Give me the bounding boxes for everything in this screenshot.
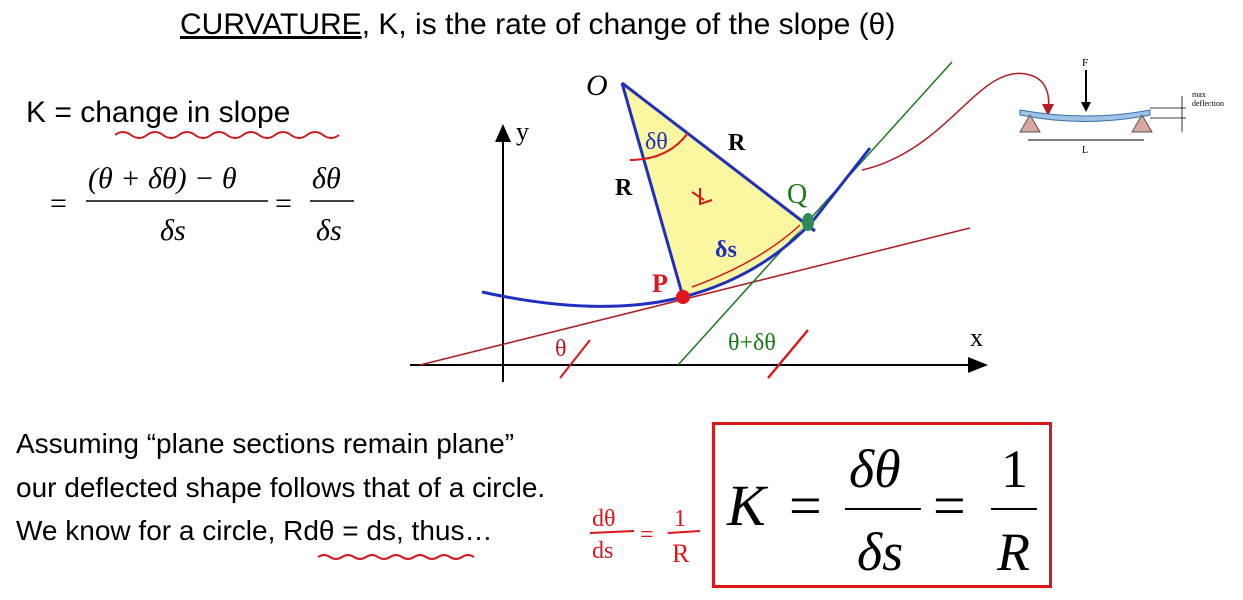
assumption-line-3-prefix: We know for a circle,: [16, 515, 284, 546]
label-r-right: R: [728, 130, 746, 156]
support-left: [1019, 114, 1041, 133]
theta-tick: [559, 339, 591, 379]
x-axis-label: x: [970, 323, 983, 352]
fraction-den-left: δs: [160, 214, 186, 247]
radius-oq: [621, 81, 816, 233]
beam-deflection-label-1: max: [1192, 90, 1206, 99]
result-formula: K = δθ δs = 1 R: [726, 439, 1037, 582]
tangent-line-q: [677, 61, 953, 366]
sector-mark: [691, 188, 713, 206]
point-p-dot: [676, 290, 690, 304]
label-q: Q: [787, 179, 807, 210]
beam-span-label: L: [1082, 145, 1088, 156]
theta-plus-tick: [767, 329, 809, 379]
radius-op: [620, 82, 685, 298]
result-one: 1: [1001, 439, 1028, 499]
label-o: O: [586, 69, 608, 102]
result-k: K: [726, 473, 769, 538]
hw-eq: =: [640, 522, 654, 548]
force-arrowhead: [1081, 102, 1091, 112]
title-rest: , K, is the rate of change of the slope …: [361, 8, 896, 41]
eq-sign-2: =: [275, 187, 292, 220]
page-title: CURVATURE, K, is the rate of change of t…: [180, 8, 895, 42]
label-ds: δs: [715, 237, 737, 263]
fraction-num-left: (θ + δθ) − θ: [88, 162, 237, 195]
hw-num: dθ: [592, 506, 616, 532]
angle-arc: [629, 132, 689, 161]
assumption-line-3-suffix: , thus…: [395, 515, 493, 546]
squiggle-underline: [114, 131, 340, 139]
result-r: R: [996, 522, 1030, 582]
beam-deflection-label-2: deflection: [1192, 99, 1224, 108]
y-axis-label: y: [516, 117, 529, 146]
fraction-num-right: δθ: [312, 162, 341, 195]
assumption-line-2: our deflected shape follows that of a ci…: [16, 472, 546, 503]
arc-ds-overlay: [691, 224, 801, 288]
support-right: [1131, 114, 1153, 133]
hw-bar-2: [667, 530, 701, 534]
tangent-line-p: [419, 227, 971, 366]
beam-sketch: F L max deflection: [1019, 57, 1224, 156]
y-axis-arrow: [495, 124, 511, 142]
connector-arrowhead: [1042, 104, 1054, 116]
assumption-line-3-underlined: Rdθ = ds: [283, 515, 396, 546]
assumption-line-3: We know for a circle, Rdθ = ds, thus…: [16, 515, 492, 547]
label-dtheta: δθ: [645, 129, 668, 155]
eq-sign-1: =: [50, 187, 67, 220]
hw-r: R: [672, 539, 690, 568]
result-eq-2: =: [933, 473, 966, 538]
assumption-line-1: Assuming “plane sections remain plane”: [16, 428, 515, 459]
hw-one: 1: [674, 506, 686, 532]
x-axis-arrow: [968, 357, 988, 373]
result-num: δθ: [849, 439, 901, 499]
result-den: δs: [857, 522, 903, 582]
fraction-den-right: δs: [316, 214, 342, 247]
point-q-dot: [802, 213, 814, 231]
handwritten-equation: dθ ds = 1 R: [589, 506, 701, 568]
connector-arrow: [861, 72, 1050, 171]
title-underlined: CURVATURE: [180, 8, 362, 41]
label-r-left: R: [615, 175, 633, 201]
squiggle-rdtheta: [317, 554, 475, 560]
beam-body: [1019, 109, 1151, 122]
label-theta-plus: θ+δθ: [728, 330, 776, 356]
sector-fill: [622, 83, 808, 297]
hw-bar: [589, 530, 635, 534]
beam-force-label: F: [1082, 57, 1088, 69]
result-box: K = δθ δs = 1 R: [712, 422, 1052, 588]
hw-den: ds: [592, 538, 613, 564]
result-eq-1: =: [789, 473, 822, 538]
label-p: P: [652, 269, 668, 298]
curvature-definition-text: K = change in slope: [26, 96, 291, 129]
label-theta: θ: [555, 336, 567, 362]
